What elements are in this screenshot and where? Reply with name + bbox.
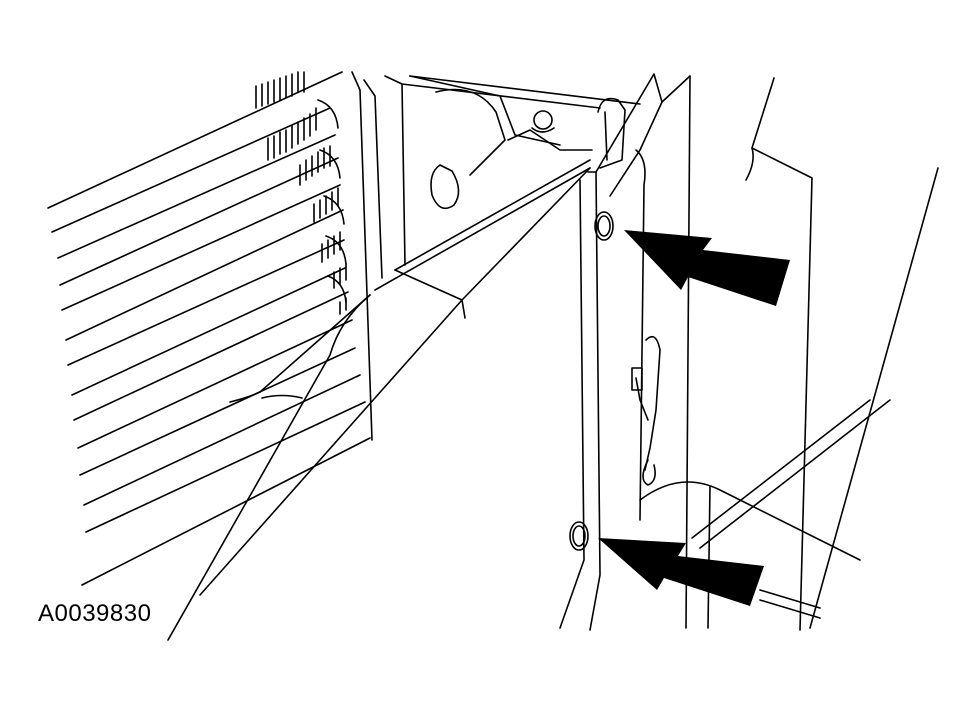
upper-fastener <box>594 211 614 241</box>
core-support <box>384 75 641 266</box>
sensor-wire <box>631 335 661 486</box>
upper-callout-arrow <box>624 230 790 306</box>
figure-id-label: A0039830 <box>38 600 152 627</box>
lower-callout-arrow <box>598 538 764 606</box>
side-panel <box>559 73 939 631</box>
radiator-core <box>47 71 383 586</box>
lower-fastener <box>569 521 589 551</box>
lower-shroud <box>167 159 591 641</box>
